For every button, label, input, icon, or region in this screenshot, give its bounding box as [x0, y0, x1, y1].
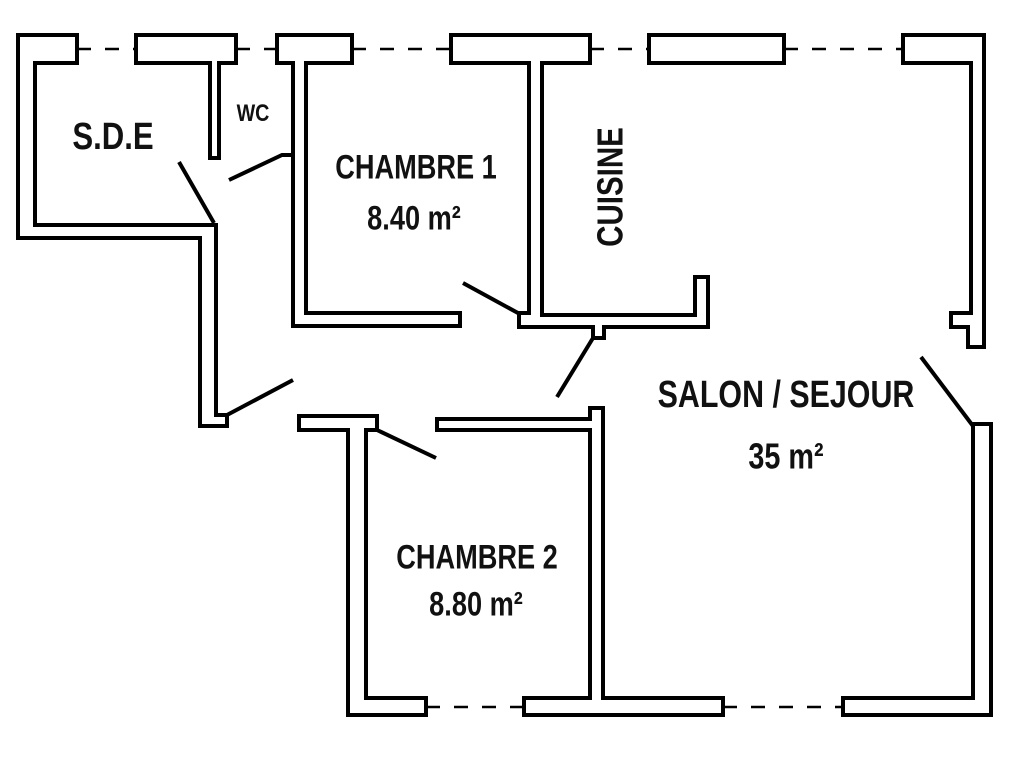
door-hall [226, 378, 294, 417]
door-wc [228, 153, 291, 182]
door-cuisine [555, 336, 595, 399]
wall-chambre2-left [297, 414, 428, 717]
walls [16, 33, 993, 717]
wall-salon-top-right [901, 33, 986, 349]
wall-sde [16, 33, 229, 428]
area-chambre1: 8.40 m² [367, 199, 461, 238]
wall-chambre1-left [275, 33, 462, 328]
area-chambre2: 8.80 m² [429, 585, 523, 624]
door-salon [919, 355, 975, 428]
room-labels: S.D.E WC CHAMBRE 1 8.40 m² CUISINE SALON… [72, 99, 914, 623]
doors [177, 153, 975, 460]
label-salon: SALON / SEJOUR [658, 374, 915, 416]
wall-top-salon [647, 33, 786, 65]
wall-wc [134, 33, 238, 160]
windows [77, 47, 903, 709]
label-wc: WC [237, 99, 270, 126]
label-sde: S.D.E [72, 116, 153, 158]
door-chambre2 [376, 428, 437, 460]
wall-salon-bottom-right [841, 422, 993, 717]
door-chambre1 [462, 281, 519, 315]
label-chambre1: CHAMBRE 1 [335, 148, 497, 187]
label-chambre2: CHAMBRE 2 [396, 538, 558, 577]
door-sde [177, 161, 216, 224]
wall-chambre1-cuisine [449, 33, 710, 340]
wall-chambre2-right [435, 406, 725, 717]
area-salon: 35 m² [748, 436, 823, 477]
label-cuisine: CUISINE [590, 127, 630, 247]
